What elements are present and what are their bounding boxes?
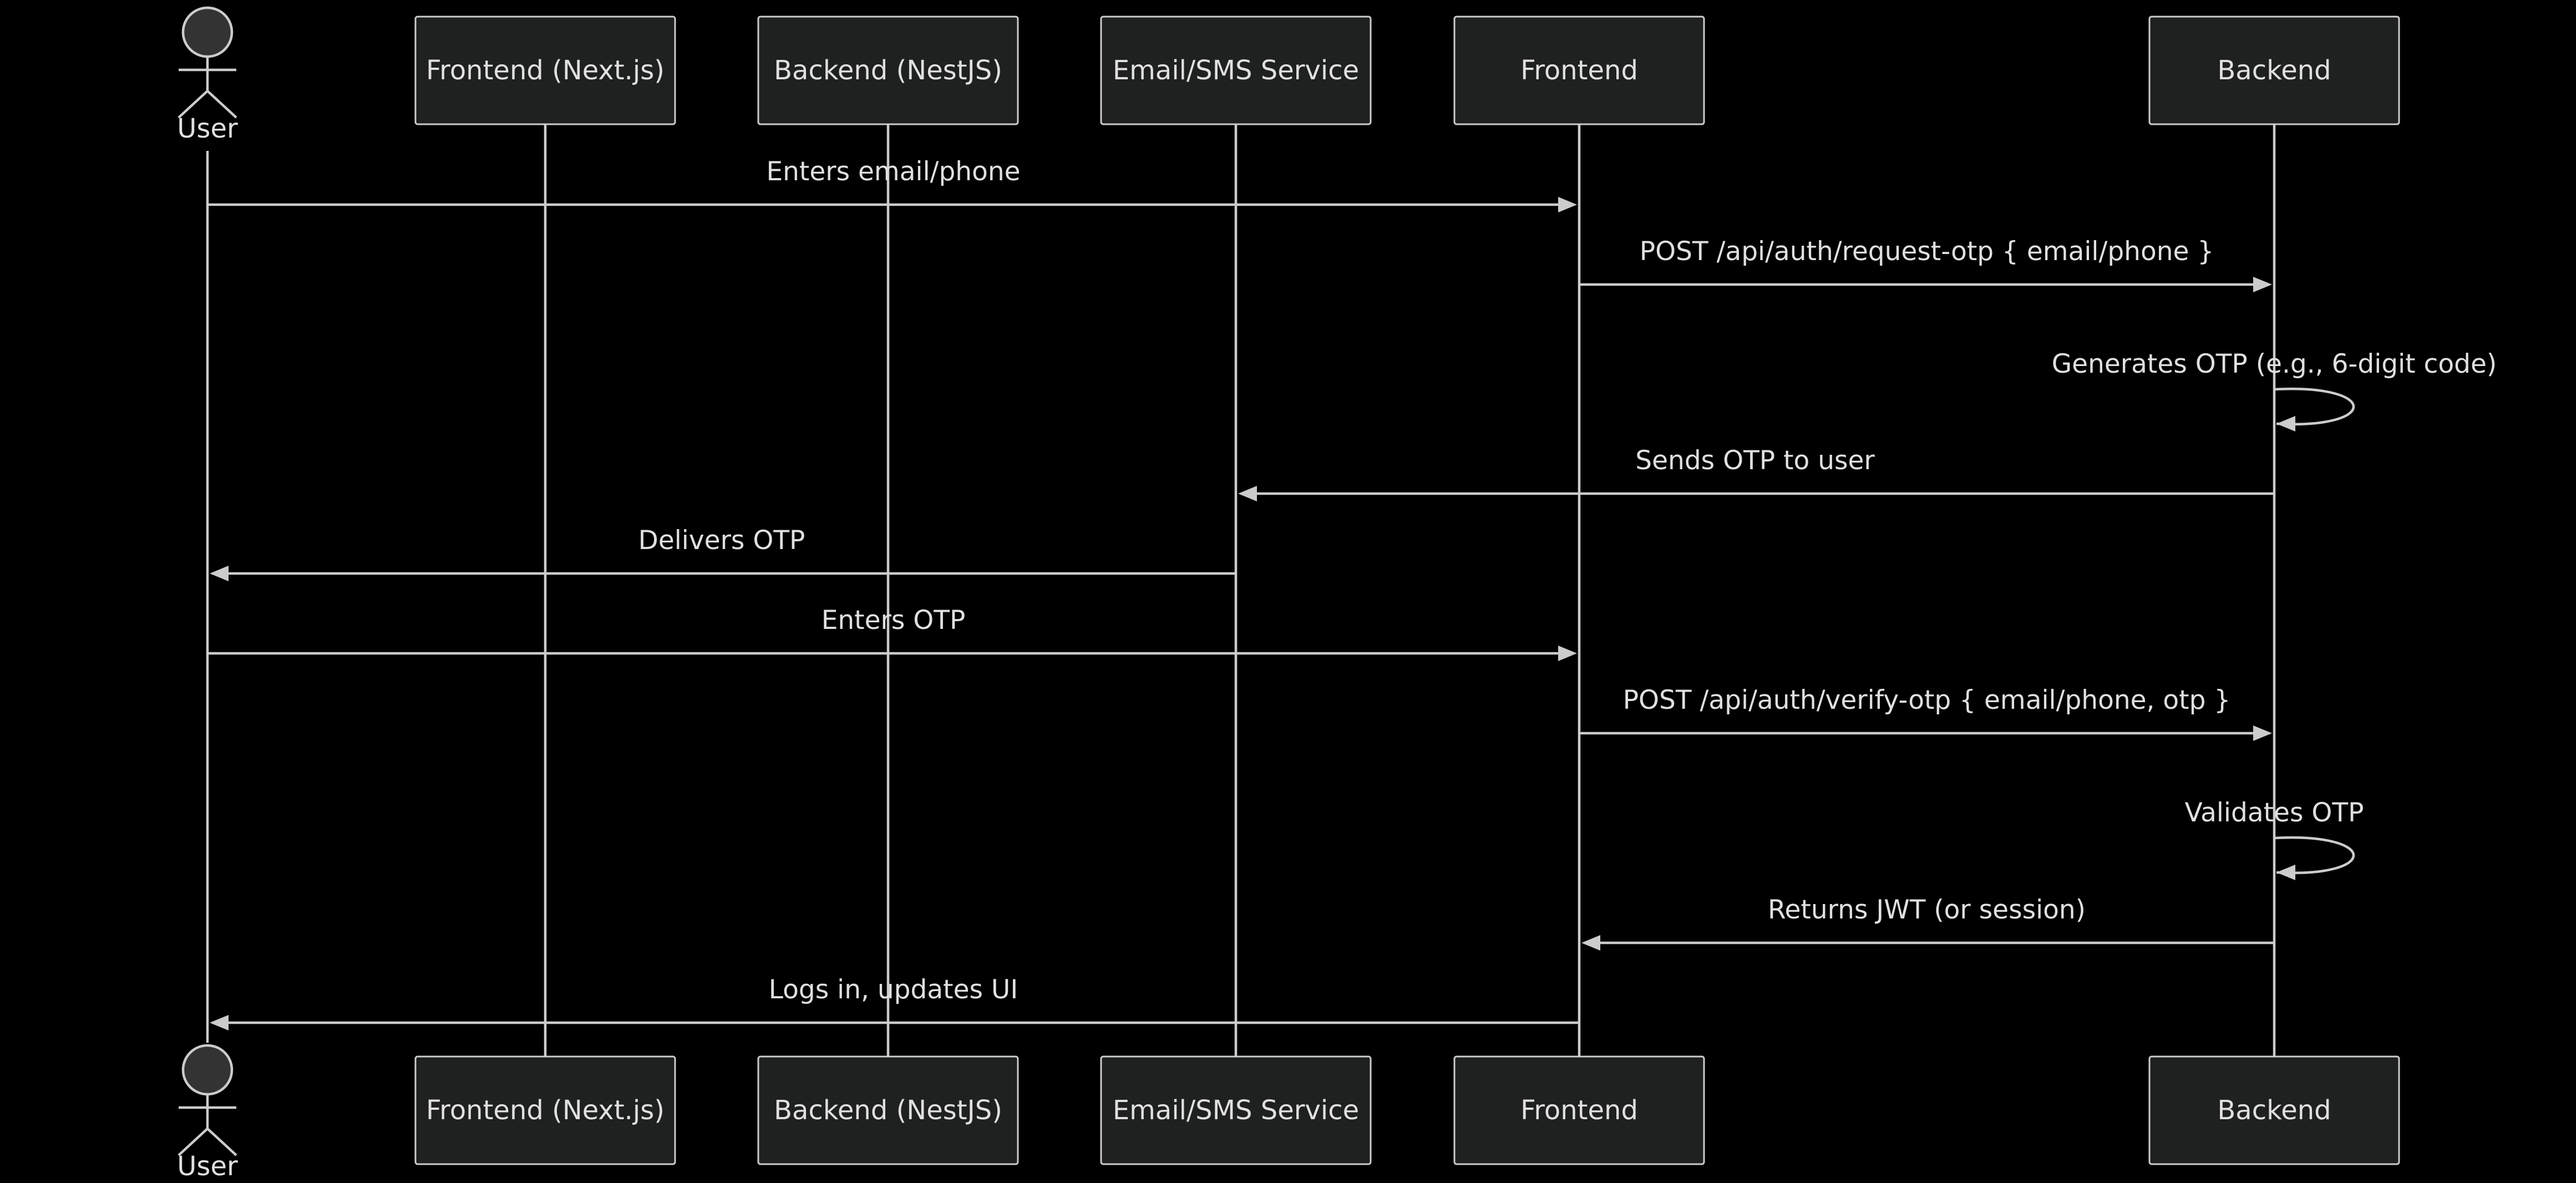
participant-label: Frontend bbox=[1520, 55, 1638, 86]
participant-box-be-nest-bottom: Backend (NestJS) bbox=[757, 1055, 1019, 1165]
participant-box-frontend-bottom: Frontend bbox=[1453, 1055, 1705, 1165]
participant-box-rect bbox=[1453, 1055, 1705, 1165]
participant-box-backend-bottom: Backend bbox=[2148, 1055, 2400, 1165]
message-label: Enters email/phone bbox=[766, 156, 1020, 187]
participant-box-fe-next-bottom: Frontend (Next.js) bbox=[414, 1055, 676, 1165]
participant-box-backend-top: Backend bbox=[2148, 16, 2400, 125]
participant-box-email-sms-bottom: Email/SMS Service bbox=[1100, 1055, 1372, 1165]
message-label: Delivers OTP bbox=[638, 525, 805, 556]
participant-box-rect bbox=[1100, 16, 1372, 125]
message-7: POST /api/auth/verify-otp { email/phone,… bbox=[1579, 685, 2272, 741]
participant-box-rect bbox=[757, 1055, 1019, 1165]
arrowhead-icon bbox=[1581, 935, 1600, 951]
participant-box-rect bbox=[1453, 16, 1705, 125]
message-1: Enters email/phone bbox=[207, 156, 1577, 212]
message-8: Validates OTP bbox=[2185, 798, 2364, 880]
arrowhead-icon bbox=[2276, 416, 2295, 431]
arrowhead-icon bbox=[210, 566, 229, 581]
message-label: Validates OTP bbox=[2185, 798, 2364, 828]
arrowhead-icon bbox=[2253, 725, 2272, 741]
self-message-loop bbox=[2274, 836, 2355, 875]
participant-box-rect bbox=[414, 16, 676, 125]
participant-box-be-nest-top: Backend (NestJS) bbox=[757, 16, 1019, 125]
participant-box-rect bbox=[757, 16, 1019, 125]
actor-head-icon bbox=[181, 1044, 234, 1096]
participant-label: Frontend (Next.js) bbox=[426, 55, 665, 86]
participant-box-rect bbox=[1100, 1055, 1372, 1165]
participant-label: Frontend bbox=[1520, 1095, 1638, 1126]
self-message-loop bbox=[2274, 387, 2355, 426]
message-label: POST /api/auth/verify-otp { email/phone,… bbox=[1623, 685, 2231, 715]
message-label: Logs in, updates UI bbox=[769, 974, 1018, 1005]
participant-label: Email/SMS Service bbox=[1113, 55, 1359, 86]
message-label: Enters OTP bbox=[822, 605, 966, 636]
participant-box-rect bbox=[2148, 16, 2400, 125]
participant-label: Backend (NestJS) bbox=[774, 1095, 1002, 1126]
message-2: POST /api/auth/request-otp { email/phone… bbox=[1579, 236, 2272, 292]
participant-label: Frontend (Next.js) bbox=[426, 1095, 665, 1126]
participant-label: Backend bbox=[2217, 1095, 2331, 1126]
message-label: Returns JWT (or session) bbox=[1768, 895, 2086, 925]
arrowhead-icon bbox=[2253, 277, 2272, 292]
message-label: POST /api/auth/request-otp { email/phone… bbox=[1640, 236, 2214, 267]
actor-leg-left-icon bbox=[178, 90, 209, 119]
actor-leg-right-icon bbox=[206, 1128, 237, 1156]
message-3: Generates OTP (e.g., 6-digit code) bbox=[2052, 349, 2497, 431]
participant-box-rect bbox=[2148, 1055, 2400, 1165]
participant-box-fe-next-top: Frontend (Next.js) bbox=[414, 16, 676, 125]
participant-label: Email/SMS Service bbox=[1113, 1095, 1359, 1126]
arrowhead-icon bbox=[1238, 486, 1257, 501]
message-label: Generates OTP (e.g., 6-digit code) bbox=[2052, 349, 2497, 379]
actor-label: User bbox=[177, 113, 238, 144]
actor-leg-right-icon bbox=[206, 90, 237, 119]
participant-box-rect bbox=[414, 1055, 676, 1165]
arrowhead-icon bbox=[1558, 197, 1577, 212]
participant-box-frontend-top: Frontend bbox=[1453, 16, 1705, 125]
participant-box-email-sms-top: Email/SMS Service bbox=[1100, 16, 1372, 125]
message-5: Delivers OTP bbox=[210, 525, 1236, 581]
actor-leg-left-icon bbox=[178, 1128, 209, 1156]
message-6: Enters OTP bbox=[207, 605, 1577, 661]
actor-user-top: User bbox=[177, 6, 238, 144]
arrowhead-icon bbox=[2276, 865, 2295, 880]
actor-label: User bbox=[177, 1151, 238, 1182]
participant-label: Backend bbox=[2217, 55, 2331, 86]
participant-label: Backend (NestJS) bbox=[774, 55, 1002, 86]
actor-head-icon bbox=[181, 6, 234, 58]
arrowhead-icon bbox=[210, 1015, 229, 1030]
message-10: Logs in, updates UI bbox=[210, 974, 1579, 1030]
actor-user-bottom: User bbox=[177, 1044, 238, 1182]
arrowhead-icon bbox=[1558, 646, 1577, 661]
message-label: Sends OTP to user bbox=[1635, 445, 1875, 476]
message-9: Returns JWT (or session) bbox=[1581, 895, 2274, 951]
message-4: Sends OTP to user bbox=[1238, 445, 2274, 501]
